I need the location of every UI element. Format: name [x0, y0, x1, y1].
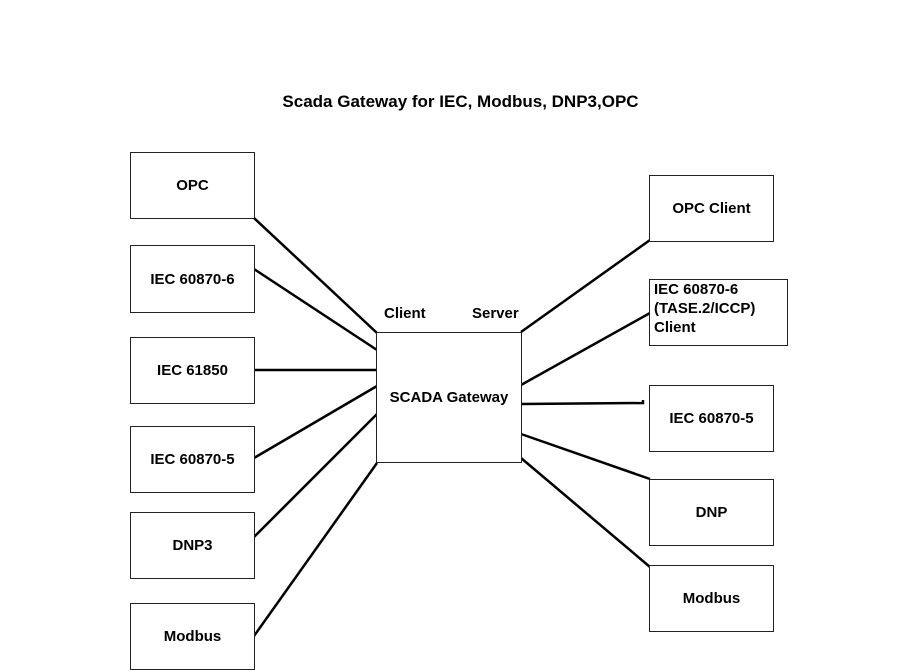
line-opc-client: [520, 238, 651, 334]
protocol-label: IEC 60870-5: [669, 410, 754, 427]
protocol-label: IEC 60870-6: [150, 270, 235, 288]
protocol-label: IEC 61850: [157, 362, 228, 379]
line-iec60870-6: [253, 267, 378, 352]
line-modbus-server: [520, 457, 651, 568]
line-iec60870-5-server: [520, 400, 645, 406]
protocol-box-modbus: Modbus: [130, 603, 255, 670]
protocol-box-iec61850: IEC 61850: [130, 337, 255, 404]
protocol-label: DNP3: [172, 537, 213, 554]
line-opc: [253, 217, 378, 334]
protocol-box-opc-client: OPC Client: [649, 175, 774, 242]
server-label: Server: [472, 305, 519, 322]
line-iec60870-5: [253, 384, 378, 460]
protocol-box-dnp: DNP: [649, 479, 774, 546]
line-dnp: [520, 432, 651, 481]
protocol-box-iec60870-6: IEC 60870-6: [130, 245, 255, 313]
line-modbus: [252, 462, 379, 637]
protocol-box-iec60870-5-server: IEC 60870-5: [649, 385, 774, 452]
line-dnp3: [253, 413, 378, 538]
protocol-box-modbus-server: Modbus: [649, 565, 774, 632]
protocol-label: Modbus: [163, 628, 222, 645]
protocol-label: IEC 60870-5: [150, 451, 235, 468]
scada-gateway-box: SCADA Gateway: [376, 332, 522, 463]
protocol-box-iec60870-6-client: IEC 60870-6 (TASE.2/ICCP) Client: [649, 279, 788, 346]
protocol-label-line1: IEC 60870-6: [654, 281, 739, 298]
diagram-title: Scada Gateway for IEC, Modbus, DNP3,OPC: [282, 92, 639, 111]
protocol-label-line2: (TASE.2/ICCP): [654, 300, 756, 317]
protocol-label: Modbus: [682, 590, 741, 607]
protocol-label: DNP: [695, 504, 728, 521]
protocol-label: OPC: [176, 177, 209, 194]
line-iec60870-6-client: [520, 311, 651, 387]
protocol-label: OPC Client: [672, 200, 751, 217]
scada-gateway-label: SCADA Gateway: [389, 389, 509, 406]
protocol-box-opc: OPC: [130, 152, 255, 219]
protocol-box-dnp3: DNP3: [130, 512, 255, 579]
client-label: Client: [384, 305, 426, 322]
protocol-label-line3: Client: [654, 319, 696, 336]
protocol-box-iec60870-5: IEC 60870-5: [130, 426, 255, 493]
